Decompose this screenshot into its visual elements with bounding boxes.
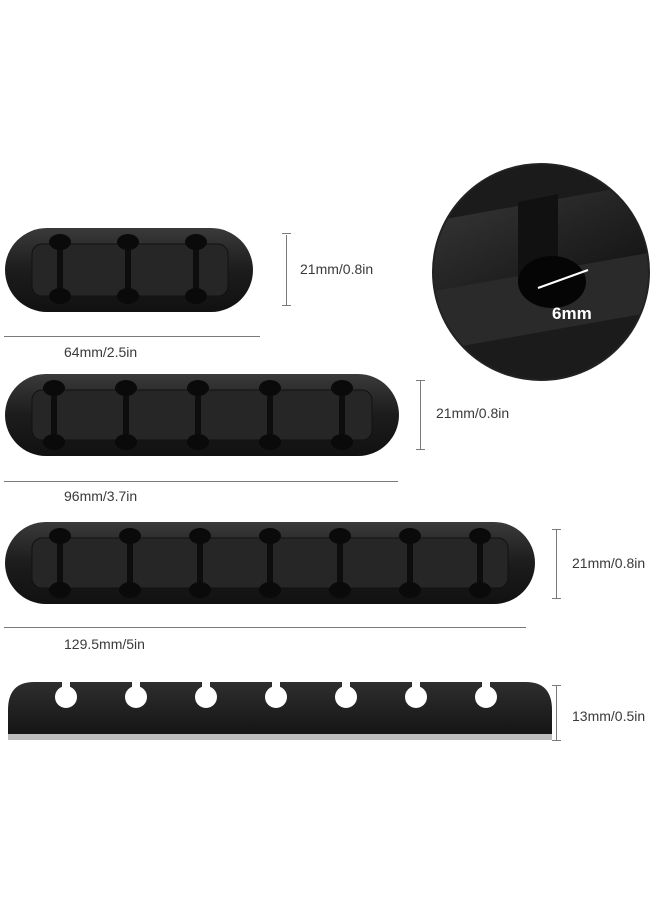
clip-5-width-label: 96mm/3.7in [64,488,138,504]
cable-slot [469,528,491,598]
clip-side-view-image [8,680,552,740]
clip-7-height-label: 21mm/0.8in [572,555,646,571]
clip-7-slot-image [5,522,535,604]
cable-hole [265,686,287,708]
cable-hole [405,686,427,708]
cable-hole [195,686,217,708]
clip-3-height-line [286,235,287,305]
clip-3-height-label: 21mm/0.8in [300,261,374,277]
cable-slot [49,234,71,304]
slot-detail-zoom: 6mm [428,162,654,382]
cable-slot [115,380,137,450]
clip-side-height-label: 13mm/0.5in [572,708,646,724]
clip-5-height-label: 21mm/0.8in [436,405,510,421]
slot-diameter-label: 6mm [552,304,592,323]
clip-side-view [6,680,552,742]
cable-slot [117,234,139,304]
cable-slot [185,234,207,304]
clip-7-width-label: 129.5mm/5in [64,636,145,652]
cable-hole [55,686,77,708]
cable-slot [49,528,71,598]
clip-3-slot-image [5,228,253,312]
clip-3-width-line [4,336,260,337]
cable-slot [43,380,65,450]
clip-3-width-label: 64mm/2.5in [64,344,138,360]
clip-5-slot [4,372,400,458]
cable-slot [259,380,281,450]
clip-7-slot [4,520,536,606]
cable-slot [259,528,281,598]
cable-slot [399,528,421,598]
cable-slot [329,528,351,598]
clip-5-slot-image [5,374,399,456]
cable-hole [475,686,497,708]
clip-3-slot [4,226,254,314]
cable-hole [335,686,357,708]
clip-7-width-line [4,627,526,628]
cable-hole [125,686,147,708]
slot-detail-image [432,163,650,381]
cable-slot [187,380,209,450]
cable-slot [331,380,353,450]
cable-slot [189,528,211,598]
cable-slot [119,528,141,598]
clip-5-width-line [4,481,398,482]
